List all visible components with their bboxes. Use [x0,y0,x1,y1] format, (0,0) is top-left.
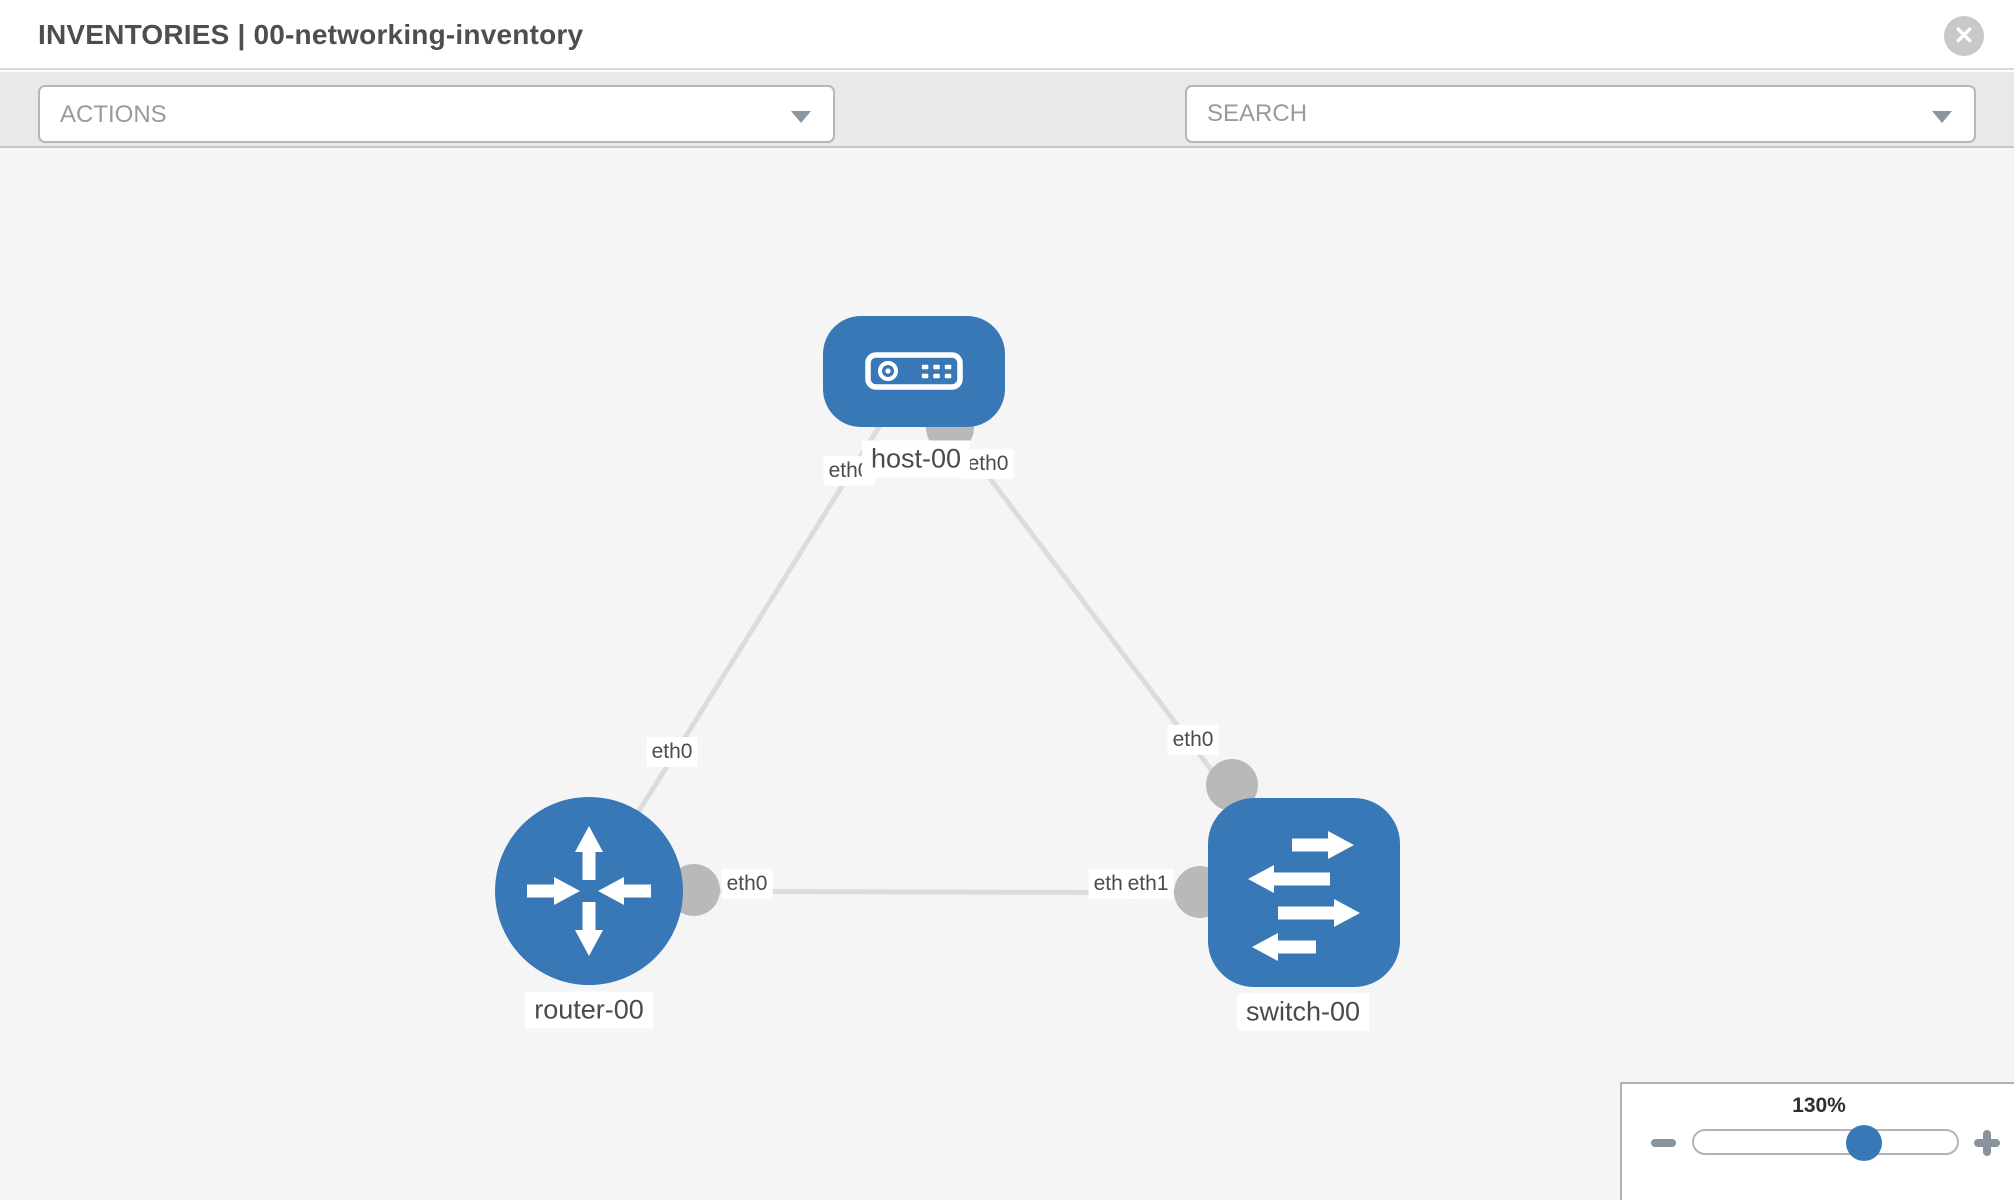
toolbar: ACTIONS [0,72,2014,215]
server-icon [865,352,963,390]
topology-graph [495,316,1400,987]
iface-label-switch-eth1: eth1 [1122,868,1174,900]
zoom-out-button[interactable] [1651,1139,1676,1147]
node-host-00[interactable] [823,316,1005,427]
node-label-switch-00: switch-00 [1236,993,1370,1031]
search-dropdown[interactable] [1185,85,1976,143]
interface-dot-switch-eth0[interactable] [1206,759,1258,811]
node-label-host-00: host-00 [861,440,971,478]
node-label-router-00: router-00 [525,991,653,1029]
header-bar: INVENTORIES | 00-networking-inventory ✕ [0,0,2014,70]
actions-dropdown-label: ACTIONS [60,101,167,128]
zoom-slider-thumb[interactable] [1846,1125,1882,1161]
router-arrows-icon [527,826,651,956]
chevron-down-icon [1932,111,1952,123]
node-switch-00[interactable] [1208,798,1400,987]
iface-label-router-eth0: eth0 [721,868,773,900]
close-icon: ✕ [1953,22,1975,50]
node-router-00[interactable] [495,797,683,985]
iface-label-switch-host: eth0 [1167,724,1219,756]
search-input[interactable] [1187,87,1974,141]
plus-icon [1983,1130,1991,1156]
zoom-level-value: 130% [1792,1094,1846,1117]
chevron-down-icon [791,111,811,123]
zoom-control-panel: 130% [1620,1082,2014,1200]
topology-canvas[interactable]: eth0 eth0 eth0 eth0 eth0 eth0 eth1 host-… [0,148,2014,1200]
iface-label-router-host: eth0 [646,736,698,768]
zoom-slider-track[interactable] [1692,1129,1959,1155]
actions-dropdown[interactable]: ACTIONS [38,85,835,143]
page-title: INVENTORIES | 00-networking-inventory [38,19,584,50]
iface-label-host-right: eth0 [962,448,1014,480]
switch-arrows-icon [1248,831,1360,961]
close-button[interactable]: ✕ [1944,16,1984,56]
